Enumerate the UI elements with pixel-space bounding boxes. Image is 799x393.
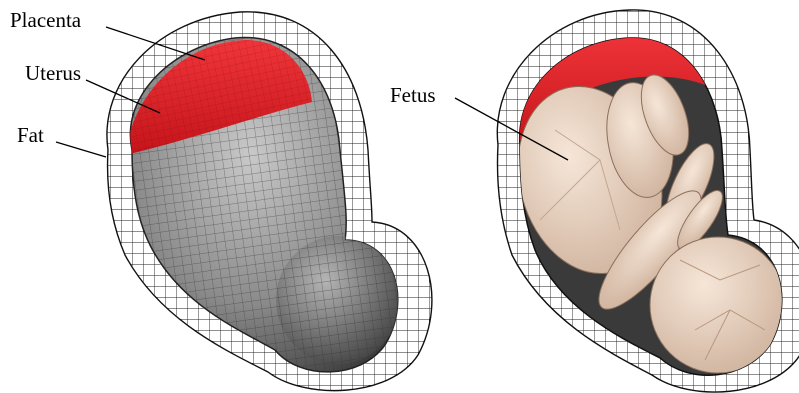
uterus-label: Uterus: [25, 63, 81, 84]
placenta-label: Placenta: [10, 10, 81, 31]
right-uterus-model: [497, 10, 799, 392]
fat-label: Fat: [17, 125, 44, 146]
fat-leader: [56, 142, 106, 157]
left-uterus-model: [107, 12, 432, 391]
fetus-label: Fetus: [390, 85, 436, 106]
